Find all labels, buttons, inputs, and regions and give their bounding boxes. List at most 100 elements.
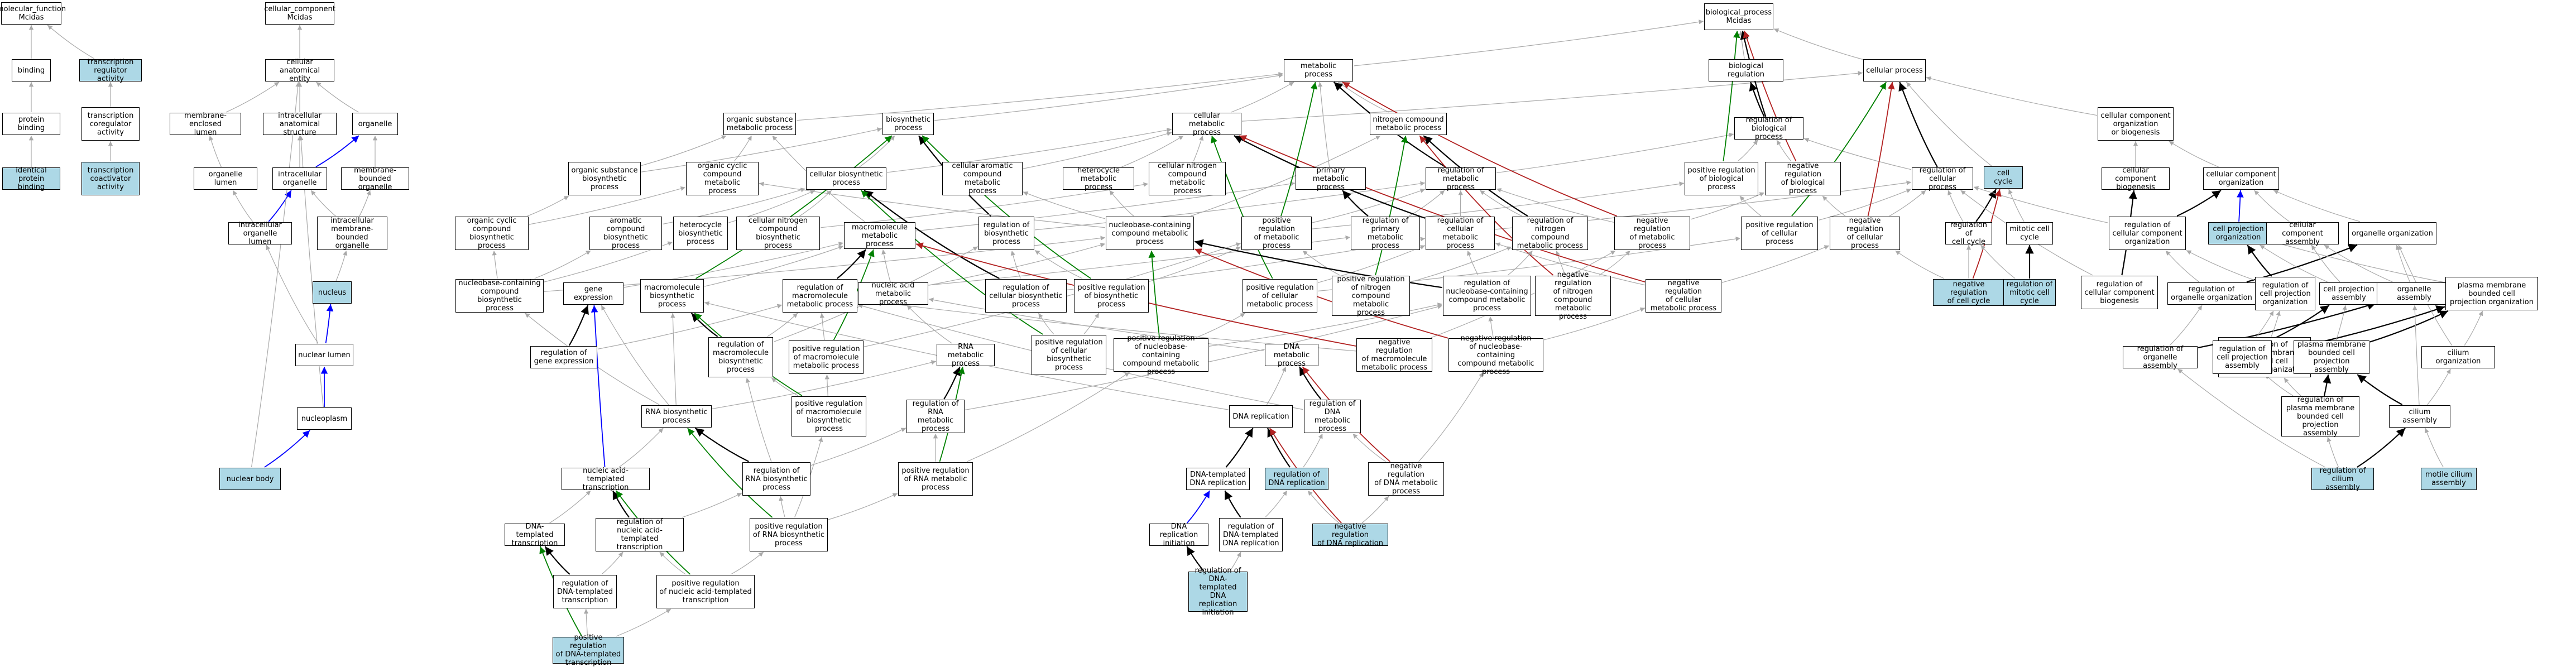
term-node-nrncmp[interactable]: negative regulation of nitrogen compound… bbox=[1535, 271, 1611, 321]
term-node-ccbiog[interactable]: cellular component biogenesis bbox=[2102, 166, 2170, 191]
term-node-prbsp[interactable]: positive regulation of biosynthetic proc… bbox=[1074, 279, 1149, 313]
term-node-occbp[interactable]: organic cyclic compound biosynthetic pro… bbox=[455, 217, 529, 250]
term-node-rpmbcpa[interactable]: regulation of plasma membrane bounded ce… bbox=[2281, 396, 2359, 438]
term-node-cmp[interactable]: cellular metabolic process bbox=[1172, 112, 1241, 137]
term-node-rcpa[interactable]: regulation of cell projection assembly bbox=[2213, 340, 2272, 374]
term-node-nbcbp[interactable]: nucleobase-containing compound biosynthe… bbox=[455, 279, 544, 313]
term-node-mcc[interactable]: mitotic cell cycle bbox=[2006, 222, 2053, 244]
term-node-rnatt[interactable]: regulation of nucleic acid-templated tra… bbox=[596, 518, 684, 551]
term-node-tcor[interactable]: transcription coregulator activity bbox=[81, 107, 140, 141]
term-node-imbo[interactable]: intracellular membrane-bounded organelle bbox=[317, 217, 387, 250]
term-node-ciliumasm[interactable]: cilium assembly bbox=[2389, 405, 2450, 428]
term-node-cca[interactable]: cellular component assembly bbox=[2266, 221, 2339, 246]
term-node-mf[interactable]: molecular_function Mcidas bbox=[0, 2, 66, 25]
term-node-iol[interactable]: intracellular organelle lumen bbox=[228, 221, 292, 246]
term-node-roa[interactable]: regulation of organelle assembly bbox=[2123, 345, 2198, 370]
term-node-rmp[interactable]: regulation of metabolic process bbox=[1426, 166, 1496, 191]
term-node-prrnamp[interactable]: positive regulation of RNA metabolic pro… bbox=[898, 462, 973, 496]
term-node-nrbp[interactable]: negative regulation of biological proces… bbox=[1765, 162, 1841, 195]
term-node-prbp[interactable]: positive regulation of biological proces… bbox=[1685, 162, 1758, 195]
term-node-dnarep[interactable]: DNA replication bbox=[1229, 405, 1293, 428]
term-node-roo[interactable]: regulation of organelle organization bbox=[2167, 282, 2256, 305]
term-node-orglum[interactable]: organelle lumen bbox=[194, 167, 257, 190]
term-node-prmp[interactable]: positive regulation of metabolic process bbox=[1241, 217, 1312, 250]
term-node-ndr[interactable]: negative regulation of DNA replication bbox=[1312, 522, 1388, 548]
term-node-nrmp[interactable]: negative regulation of metabolic process bbox=[1614, 217, 1690, 250]
term-node-bioreg[interactable]: biological regulation bbox=[1709, 59, 1783, 81]
term-node-nrnbcmp[interactable]: negative regulation of nucleobase-contai… bbox=[1448, 334, 1543, 376]
term-node-cellproc[interactable]: cellular process bbox=[1863, 59, 1926, 81]
term-node-orgorg[interactable]: organelle organization bbox=[2348, 222, 2436, 244]
term-node-bp[interactable]: biological_process Mcidas bbox=[1704, 3, 1773, 30]
term-node-geneexp[interactable]: gene expression bbox=[563, 282, 623, 305]
term-node-intorg[interactable]: intracellular organelle bbox=[272, 167, 327, 190]
term-node-nrcmp[interactable]: negative regulation of cellular metaboli… bbox=[1646, 279, 1721, 313]
term-node-orgasm[interactable]: organelle assembly bbox=[2377, 282, 2452, 305]
term-node-mmp[interactable]: macromolecule metabolic process bbox=[844, 222, 915, 249]
term-node-ccob[interactable]: cellular component organization or bioge… bbox=[2098, 107, 2174, 141]
term-node-rncmp[interactable]: regulation of nitrogen compound metaboli… bbox=[1512, 217, 1588, 250]
term-node-rmmp[interactable]: regulation of macromolecule metabolic pr… bbox=[783, 279, 857, 313]
term-node-rccb[interactable]: regulation of cellular component biogene… bbox=[2081, 276, 2158, 309]
term-node-cbp[interactable]: cellular biosynthetic process bbox=[806, 167, 886, 190]
term-node-dtt[interactable]: DNA-templated transcription bbox=[505, 522, 565, 548]
term-node-rmbsp[interactable]: regulation of macromolecule biosynthetic… bbox=[708, 337, 773, 377]
term-node-ias[interactable]: intracellular anatomical structure bbox=[263, 112, 337, 137]
term-node-biosyn[interactable]: biosynthetic process bbox=[882, 113, 934, 135]
term-node-pmp[interactable]: primary metabolic process bbox=[1296, 166, 1366, 191]
term-node-nrcp[interactable]: negative regulation of cellular process bbox=[1830, 217, 1900, 250]
term-node-rrnamp[interactable]: regulation of RNA metabolic process bbox=[906, 400, 965, 433]
term-node-prcbp[interactable]: positive regulation of cellular biosynth… bbox=[1032, 335, 1106, 375]
term-node-prnbcmp[interactable]: positive regulation of nucleobase-contai… bbox=[1114, 334, 1208, 376]
term-node-binding[interactable]: binding bbox=[12, 59, 51, 81]
term-node-pmbcpo[interactable]: plasma membrane bounded cell projection … bbox=[2445, 277, 2538, 310]
term-node-prcp[interactable]: positive regulation of cellular process bbox=[1741, 217, 1818, 250]
term-node-rnamp[interactable]: RNA metabolic process bbox=[937, 343, 995, 368]
term-node-nrcc[interactable]: negative regulation of cell cycle bbox=[1933, 279, 2004, 306]
term-node-rpmp[interactable]: regulation of primary metabolic process bbox=[1351, 217, 1420, 250]
term-node-prdtt[interactable]: positive regulation of DNA-templated tra… bbox=[553, 634, 624, 667]
term-node-prrnabsp[interactable]: positive regulation of RNA biosynthetic … bbox=[750, 518, 828, 551]
term-node-ciliumorg[interactable]: cilium organization bbox=[2421, 346, 2495, 368]
term-node-natt[interactable]: nucleic acid-templated transcription bbox=[562, 467, 650, 492]
term-node-cacmp[interactable]: cellular aromatic compound metabolic pro… bbox=[942, 162, 1023, 195]
term-node-osmp[interactable]: organic substance metabolic process bbox=[723, 113, 796, 135]
term-node-metproc[interactable]: metabolic process bbox=[1284, 59, 1353, 81]
term-node-org[interactable]: organelle bbox=[352, 113, 398, 135]
term-node-rnabsp[interactable]: RNA biosynthetic process bbox=[641, 405, 712, 428]
term-node-ipb[interactable]: identical protein binding bbox=[2, 166, 60, 191]
term-node-rdtt[interactable]: regulation of DNA-templated transcriptio… bbox=[553, 575, 617, 608]
term-node-nuclum[interactable]: nuclear lumen bbox=[295, 344, 353, 366]
term-node-dri[interactable]: DNA replication initiation bbox=[1149, 522, 1208, 548]
term-node-mca[interactable]: motile cilium assembly bbox=[2421, 468, 2477, 490]
term-node-rccorg[interactable]: regulation of cellular component organiz… bbox=[2109, 217, 2186, 250]
term-node-tcoact[interactable]: transcription coactivator activity bbox=[81, 162, 140, 195]
term-node-mbsp[interactable]: macromolecule biosynthetic process bbox=[640, 279, 704, 313]
term-node-rcmp[interactable]: regulation of cellular metabolic process bbox=[1426, 217, 1495, 250]
term-node-mbo[interactable]: membrane-bounded organelle bbox=[341, 166, 409, 191]
term-node-prmmp[interactable]: positive regulation of macromolecule met… bbox=[789, 340, 864, 374]
term-node-pmbcpa[interactable]: plasma membrane bounded cell projection … bbox=[2294, 340, 2369, 374]
term-node-ncmp[interactable]: nitrogen compound metabolic process bbox=[1370, 113, 1447, 135]
term-node-rcp[interactable]: regulation of cellular process bbox=[1912, 166, 1973, 191]
term-node-rbp[interactable]: regulation of biological process bbox=[1734, 116, 1803, 141]
term-node-rdnarep[interactable]: regulation of DNA replication bbox=[1265, 468, 1328, 490]
term-node-mel[interactable]: membrane-enclosed lumen bbox=[170, 112, 241, 137]
term-node-prncmp[interactable]: positive regulation of nitrogen compound… bbox=[1332, 275, 1410, 317]
term-node-nbcmp[interactable]: nucleobase-containing compound metabolic… bbox=[1106, 217, 1194, 250]
term-node-cpo[interactable]: cell projection organization bbox=[2208, 222, 2268, 244]
term-node-cncmp[interactable]: cellular nitrogen compound metabolic pro… bbox=[1149, 162, 1226, 195]
term-node-osbp[interactable]: organic substance biosynthetic process bbox=[568, 162, 641, 195]
term-node-rdtdri[interactable]: regulation of DNA-templated DNA replicat… bbox=[1188, 567, 1248, 617]
term-node-acbp[interactable]: aromatic compound biosynthetic process bbox=[589, 217, 662, 250]
term-node-cpa[interactable]: cell projection assembly bbox=[2319, 282, 2378, 305]
term-node-rdtdr[interactable]: regulation of DNA-templated DNA replicat… bbox=[1219, 518, 1283, 551]
term-node-nrmmp[interactable]: negative regulation of macromolecule met… bbox=[1356, 338, 1432, 372]
term-node-nucleoplasm[interactable]: nucleoplasm bbox=[297, 407, 352, 430]
term-node-rrnabsp[interactable]: regulation of RNA biosynthetic process bbox=[742, 462, 810, 496]
term-node-nucbody[interactable]: nuclear body bbox=[219, 468, 281, 490]
term-node-dtdr[interactable]: DNA-templated DNA replication bbox=[1186, 468, 1250, 490]
term-node-rcc[interactable]: regulation of cell cycle bbox=[1945, 221, 1992, 246]
term-node-dnamp[interactable]: DNA metabolic process bbox=[1265, 343, 1318, 368]
term-node-cellcycle[interactable]: cell cycle bbox=[1984, 166, 2023, 189]
